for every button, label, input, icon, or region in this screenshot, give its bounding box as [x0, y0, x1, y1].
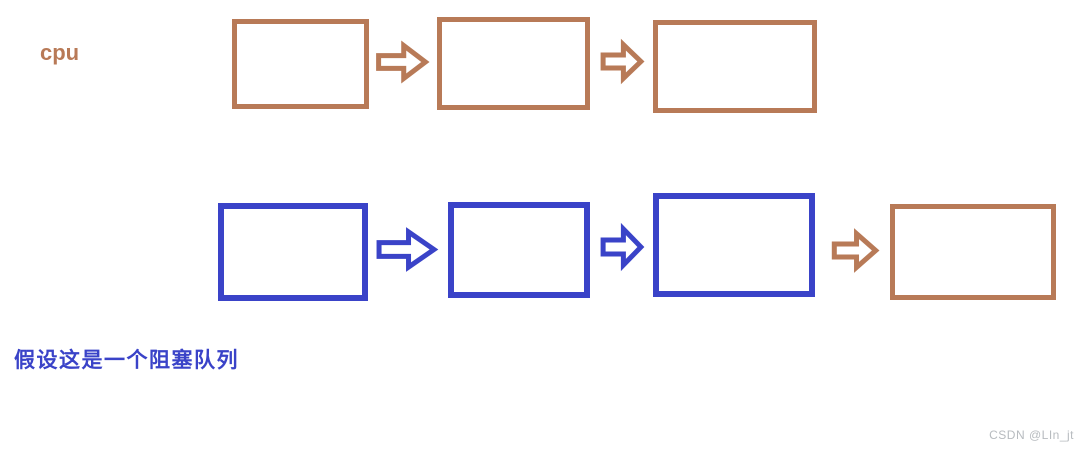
cpu-chain-box-3 [653, 20, 817, 113]
csdn-watermark: CSDN @LIn_jt [989, 428, 1074, 442]
cpu-chain-arrow-2-icon [601, 40, 643, 83]
queue-box-2 [448, 202, 590, 298]
queue-box-4 [890, 204, 1056, 300]
cpu-chain-box-1 [232, 19, 369, 109]
cpu-chain-arrow-1-icon [376, 41, 428, 83]
queue-box-1 [218, 203, 368, 301]
cpu-chain-box-2 [437, 17, 590, 110]
queue-arrow-1-icon [376, 227, 437, 272]
cpu-label: cpu [40, 40, 80, 65]
blocking-queue-caption: 假设这是一个阻塞队列 [14, 349, 239, 372]
queue-arrow-2-icon [601, 224, 643, 270]
queue-box-3 [653, 193, 815, 297]
queue-arrow-3-icon [832, 229, 878, 272]
